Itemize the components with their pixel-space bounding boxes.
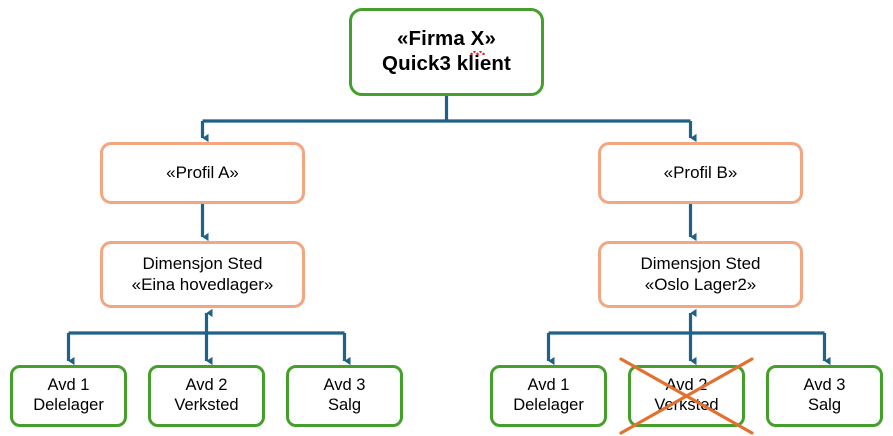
leaf-r3-line2: Salg	[807, 396, 842, 414]
connector-root-split	[200, 96, 697, 143]
node-dim-b-line1: Dimensjon Sted	[640, 254, 761, 274]
node-avd-1-delelager-profil-a[interactable]: Avd 1 Delelager	[10, 365, 127, 427]
leaf-r2-line2: Verksted	[654, 396, 719, 414]
leaf-r3-line1: Avd 3	[803, 376, 846, 395]
node-avd-2-verksted-profil-a[interactable]: Avd 2 Verksted	[148, 365, 265, 427]
spellcheck-misspelling: X	[469, 27, 486, 55]
leaf-l3-line2: Salg	[327, 396, 362, 414]
node-root-line1: «Firma X»	[397, 27, 496, 55]
node-avd-3-salg-profil-a[interactable]: Avd 3 Salg	[286, 365, 403, 427]
node-root-line2: Quick3 klient	[382, 52, 511, 75]
leaf-l2-line2: Verksted	[174, 396, 239, 414]
node-firma-x-quick3-klient[interactable]: «Firma X» Quick3 klient	[349, 8, 544, 96]
leaf-r1-line2: Delelager	[513, 396, 584, 414]
node-profil-b[interactable]: «Profil B»	[598, 142, 803, 204]
leaf-r2-line1: Avd 2	[665, 376, 708, 395]
connector-dim-a-to-leaves	[66, 308, 351, 366]
leaf-l3-line1: Avd 3	[323, 376, 366, 395]
leaf-l1-line1: Avd 1	[47, 376, 90, 395]
node-profil-a-label: «Profil A»	[166, 162, 239, 182]
node-profil-b-label: «Profil B»	[663, 162, 738, 182]
node-dim-b-line2: «Oslo Lager2»	[644, 274, 757, 294]
leaf-l2-line1: Avd 2	[185, 376, 228, 395]
node-avd-2-verksted-profil-b[interactable]: Avd 2 Verksted	[628, 365, 745, 427]
node-dimensjon-sted-oslo-lager2[interactable]: Dimensjon Sted «Oslo Lager2»	[598, 241, 803, 308]
node-avd-3-salg-profil-b[interactable]: Avd 3 Salg	[766, 365, 883, 427]
node-dim-a-line1: Dimensjon Sted	[142, 254, 263, 274]
connector-dim-b-to-leaves	[546, 308, 831, 366]
node-profil-a[interactable]: «Profil A»	[100, 142, 305, 204]
node-dimensjon-sted-eina-hovedlager[interactable]: Dimensjon Sted «Eina hovedlager»	[100, 241, 305, 308]
leaf-l1-line2: Delelager	[33, 396, 104, 414]
node-avd-1-delelager-profil-b[interactable]: Avd 1 Delelager	[490, 365, 607, 427]
node-dim-a-line2: «Eina hovedlager»	[131, 274, 274, 294]
leaf-r1-line1: Avd 1	[527, 376, 570, 395]
